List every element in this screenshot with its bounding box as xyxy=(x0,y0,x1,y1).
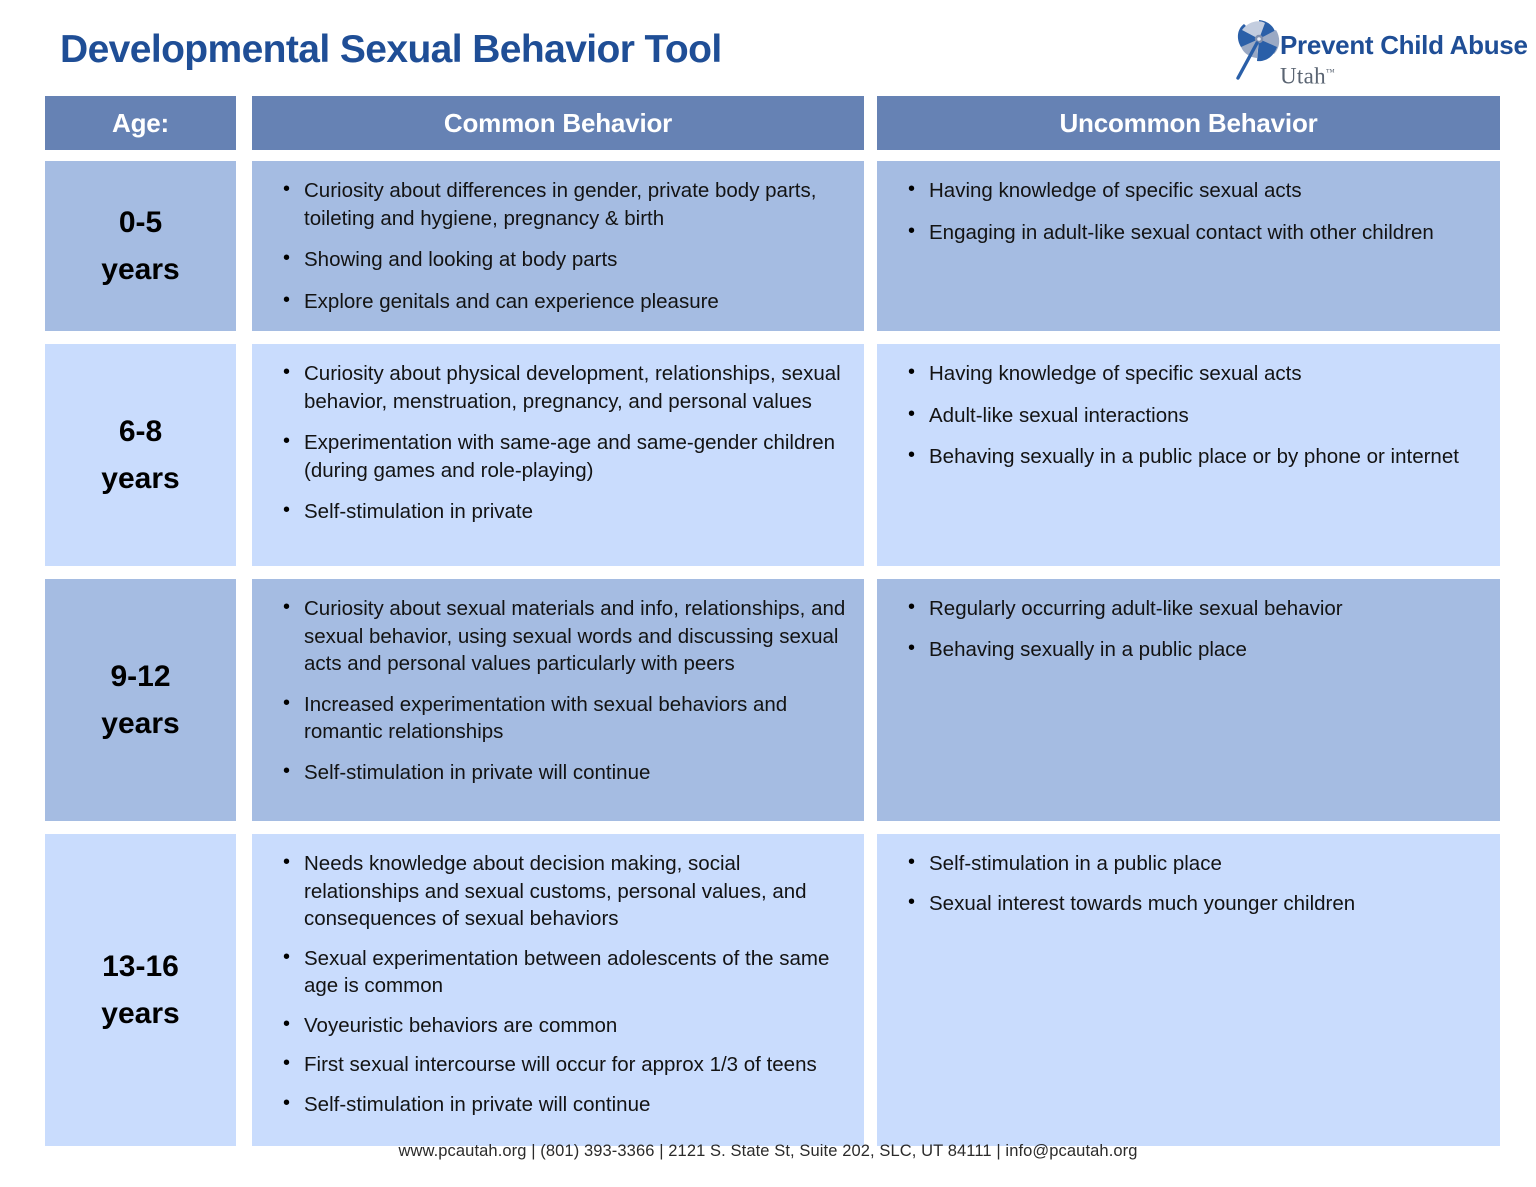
cell-content: Curiosity about physical development, re… xyxy=(252,344,864,566)
list-item: Adult-like sexual interactions xyxy=(899,401,1484,430)
document-header: Developmental Sexual Behavior Tool xyxy=(0,0,1536,90)
cell-content: Needs knowledge about decision making, s… xyxy=(252,834,864,1146)
table-row: 6-8 years Curiosity about physical devel… xyxy=(45,344,1500,566)
list-item: Needs knowledge about decision making, s… xyxy=(274,849,848,933)
list-item: Self-stimulation in private xyxy=(274,497,848,526)
common-behavior-cell: Curiosity about differences in gender, p… xyxy=(252,161,864,331)
list-item: Having knowledge of specific sexual acts xyxy=(899,359,1484,388)
list-item: Behaving sexually in a public place or b… xyxy=(899,442,1484,471)
common-behavior-cell: Curiosity about physical development, re… xyxy=(252,344,864,566)
table-header-row: Age: Common Behavior Uncommon Behavior xyxy=(45,96,1500,150)
column-gap xyxy=(236,579,252,821)
table-row: 0-5 years Curiosity about differences in… xyxy=(45,161,1500,331)
column-gap xyxy=(236,344,252,566)
cell-content: Curiosity about sexual materials and inf… xyxy=(252,579,864,821)
page-title: Developmental Sexual Behavior Tool xyxy=(60,28,722,71)
common-behavior-cell: Curiosity about sexual materials and inf… xyxy=(252,579,864,821)
cell-content: Having knowledge of specific sexual acts… xyxy=(877,344,1500,566)
uncommon-behavior-cell: Having knowledge of specific sexual acts… xyxy=(877,161,1500,331)
bullet-list: Self-stimulation in a public place Sexua… xyxy=(899,849,1484,918)
column-gap xyxy=(864,161,877,331)
list-item: Curiosity about differences in gender, p… xyxy=(274,176,848,232)
list-item: Increased experimentation with sexual be… xyxy=(274,690,848,746)
column-gap xyxy=(864,96,877,150)
uncommon-behavior-cell: Having knowledge of specific sexual acts… xyxy=(877,344,1500,566)
age-unit: years xyxy=(101,253,180,286)
age-range: 9-12 xyxy=(110,660,171,693)
list-item: Self-stimulation in private will continu… xyxy=(274,1090,848,1119)
age-cell: 6-8 years xyxy=(45,344,236,566)
age-label: 6-8 years xyxy=(45,344,236,566)
column-header-uncommon-behavior: Uncommon Behavior xyxy=(877,96,1500,150)
list-item: Curiosity about physical development, re… xyxy=(274,359,848,415)
bullet-list: Regularly occurring adult-like sexual be… xyxy=(899,594,1484,664)
table-row: 9-12 years Curiosity about sexual materi… xyxy=(45,579,1500,821)
age-label: 0-5 years xyxy=(45,161,236,331)
trademark-symbol: ™ xyxy=(1325,67,1336,77)
age-unit: years xyxy=(101,462,180,495)
logo-wordmark: Prevent Child Abuse Utah™ xyxy=(1280,30,1528,90)
list-item: Engaging in adult-like sexual contact wi… xyxy=(899,218,1484,247)
list-item: Self-stimulation in private will continu… xyxy=(274,758,848,787)
list-item: Sexual experimentation between adolescen… xyxy=(274,944,848,1000)
list-item: Behaving sexually in a public place xyxy=(899,635,1484,664)
column-header-common-behavior: Common Behavior xyxy=(252,96,864,150)
cell-content: Regularly occurring adult-like sexual be… xyxy=(877,579,1500,821)
logo-line-1: Prevent Child Abuse xyxy=(1280,30,1528,60)
cell-content: Having knowledge of specific sexual acts… xyxy=(877,161,1500,331)
bullet-list: Having knowledge of specific sexual acts… xyxy=(899,176,1484,247)
column-gap xyxy=(236,834,252,1146)
age-range: 0-5 xyxy=(118,206,163,239)
age-cell: 9-12 years xyxy=(45,579,236,821)
age-label: 9-12 years xyxy=(45,579,236,821)
cell-content: Curiosity about differences in gender, p… xyxy=(252,161,864,331)
list-item: Having knowledge of specific sexual acts xyxy=(899,176,1484,205)
column-header-age: Age: xyxy=(45,96,236,150)
bullet-list: Needs knowledge about decision making, s… xyxy=(274,849,848,1119)
age-range: 6-8 xyxy=(118,415,163,448)
bullet-list: Curiosity about physical development, re… xyxy=(274,359,848,526)
uncommon-behavior-cell: Regularly occurring adult-like sexual be… xyxy=(877,579,1500,821)
list-item: Regularly occurring adult-like sexual be… xyxy=(899,594,1484,623)
column-gap xyxy=(864,834,877,1146)
common-behavior-cell: Needs knowledge about decision making, s… xyxy=(252,834,864,1146)
cell-content: Self-stimulation in a public place Sexua… xyxy=(877,834,1500,1146)
list-item: Voyeuristic behaviors are common xyxy=(274,1011,848,1040)
list-item: Self-stimulation in a public place xyxy=(899,849,1484,878)
pinwheel-icon xyxy=(1228,16,1290,82)
list-item: Sexual interest towards much younger chi… xyxy=(899,889,1484,918)
table-row: 13-16 years Needs knowledge about decisi… xyxy=(45,834,1500,1146)
column-gap xyxy=(236,96,252,150)
column-gap xyxy=(864,579,877,821)
behavior-table: Age: Common Behavior Uncommon Behavior 0… xyxy=(45,96,1500,1159)
bullet-list: Having knowledge of specific sexual acts… xyxy=(899,359,1484,471)
footer-contact-info: www.pcautah.org | (801) 393-3366 | 2121 … xyxy=(398,1142,1138,1160)
list-item: First sexual intercourse will occur for … xyxy=(274,1050,848,1079)
organization-logo: Prevent Child Abuse Utah™ xyxy=(1228,16,1528,89)
bullet-list: Curiosity about differences in gender, p… xyxy=(274,176,848,316)
bullet-list: Curiosity about sexual materials and inf… xyxy=(274,594,848,787)
list-item: Experimentation with same-age and same-g… xyxy=(274,428,848,484)
age-cell: 13-16 years xyxy=(45,834,236,1146)
column-gap xyxy=(864,344,877,566)
list-item: Explore genitals and can experience plea… xyxy=(274,287,848,316)
logo-line-2: Utah™ xyxy=(1280,59,1510,90)
age-unit: years xyxy=(101,707,180,740)
age-range: 13-16 xyxy=(102,950,179,983)
uncommon-behavior-cell: Self-stimulation in a public place Sexua… xyxy=(877,834,1500,1146)
list-item: Curiosity about sexual materials and inf… xyxy=(274,594,848,678)
age-cell: 0-5 years xyxy=(45,161,236,331)
logo-state-name: Utah xyxy=(1280,63,1326,89)
age-label: 13-16 years xyxy=(45,834,236,1146)
column-gap xyxy=(236,161,252,331)
age-unit: years xyxy=(101,997,180,1030)
list-item: Showing and looking at body parts xyxy=(274,245,848,274)
